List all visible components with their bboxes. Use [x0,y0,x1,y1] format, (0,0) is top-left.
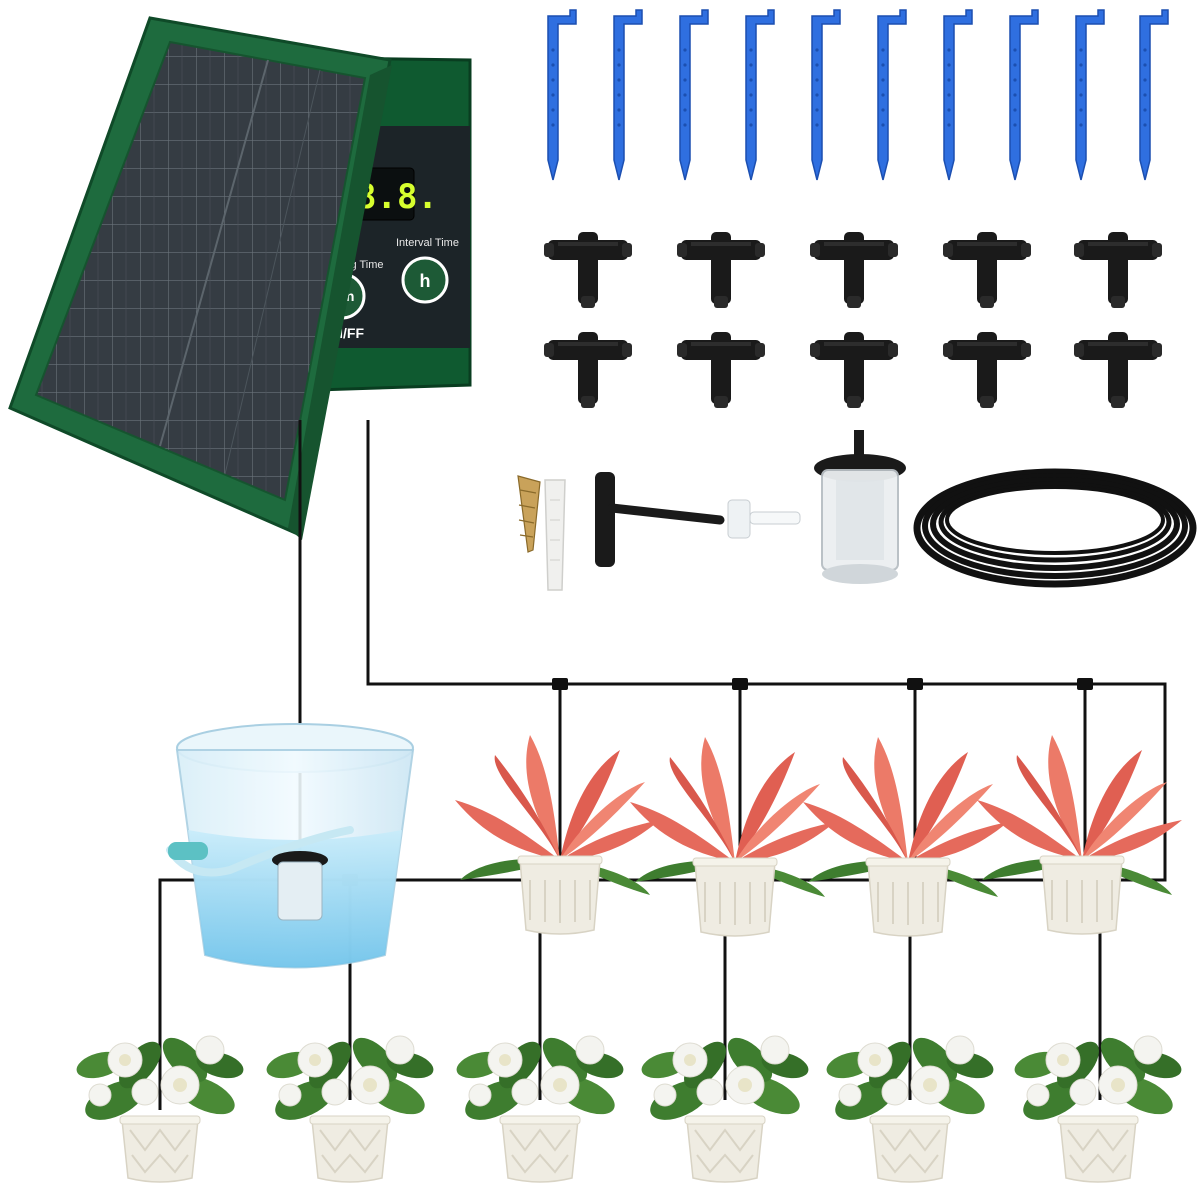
digital-display: 8.8. [356,177,438,217]
wall-anchor-icon [544,479,566,591]
drip-tubing-network [158,420,1167,1110]
drip-stake-icon [811,9,841,181]
potted-plant-icon [823,1029,997,1183]
potted-plant-icon [263,1029,437,1183]
drip-stake-icon [745,9,775,181]
tee-connector-icon [544,332,632,408]
drip-stake-icon [1139,9,1169,181]
h-button[interactable]: h [401,256,449,304]
potted-plant-icon [455,735,660,935]
submersible-pump-icon [272,851,328,921]
h-button-label: h [420,271,431,291]
drip-stake-icon [1009,9,1039,181]
drip-stake-icon [943,9,973,181]
drip-stake-icon [679,9,709,181]
tee-connector-icon [943,332,1031,408]
drip-stake-icon [613,9,643,181]
tee-connector-icon [810,332,898,408]
tubing-coil-icon [913,468,1197,588]
drip-stakes-row [547,9,1169,181]
drip-stake-icon [877,9,907,181]
solar-panel-icon [8,16,392,540]
screw-icon [517,475,541,553]
drip-stake-icon [1075,9,1105,181]
bucket-icon [166,723,415,969]
tee-connector-icon [677,232,765,308]
tee-connector-icon [1074,232,1162,308]
valve-connector-icon [595,472,801,567]
potted-plant-icon [453,1029,627,1183]
red-plant-row [455,735,1182,937]
filter-icon [814,430,906,584]
tee-connector-icon [943,232,1031,308]
potted-plant-icon [638,1029,812,1183]
tee-connector-icon [1074,332,1162,408]
tee-connectors-grid [544,232,1162,408]
potted-plant-icon [1011,1029,1185,1183]
interval-time-label: Interval Time [396,237,459,249]
tee-connector-icon [810,232,898,308]
drip-stake-icon [547,9,577,181]
potted-plant-icon [630,737,835,937]
potted-plant-icon [977,735,1182,935]
tee-connector-icon [544,232,632,308]
potted-plant-icon [803,737,1008,937]
white-plant-row [73,1029,1185,1183]
tee-connector-icon [677,332,765,408]
